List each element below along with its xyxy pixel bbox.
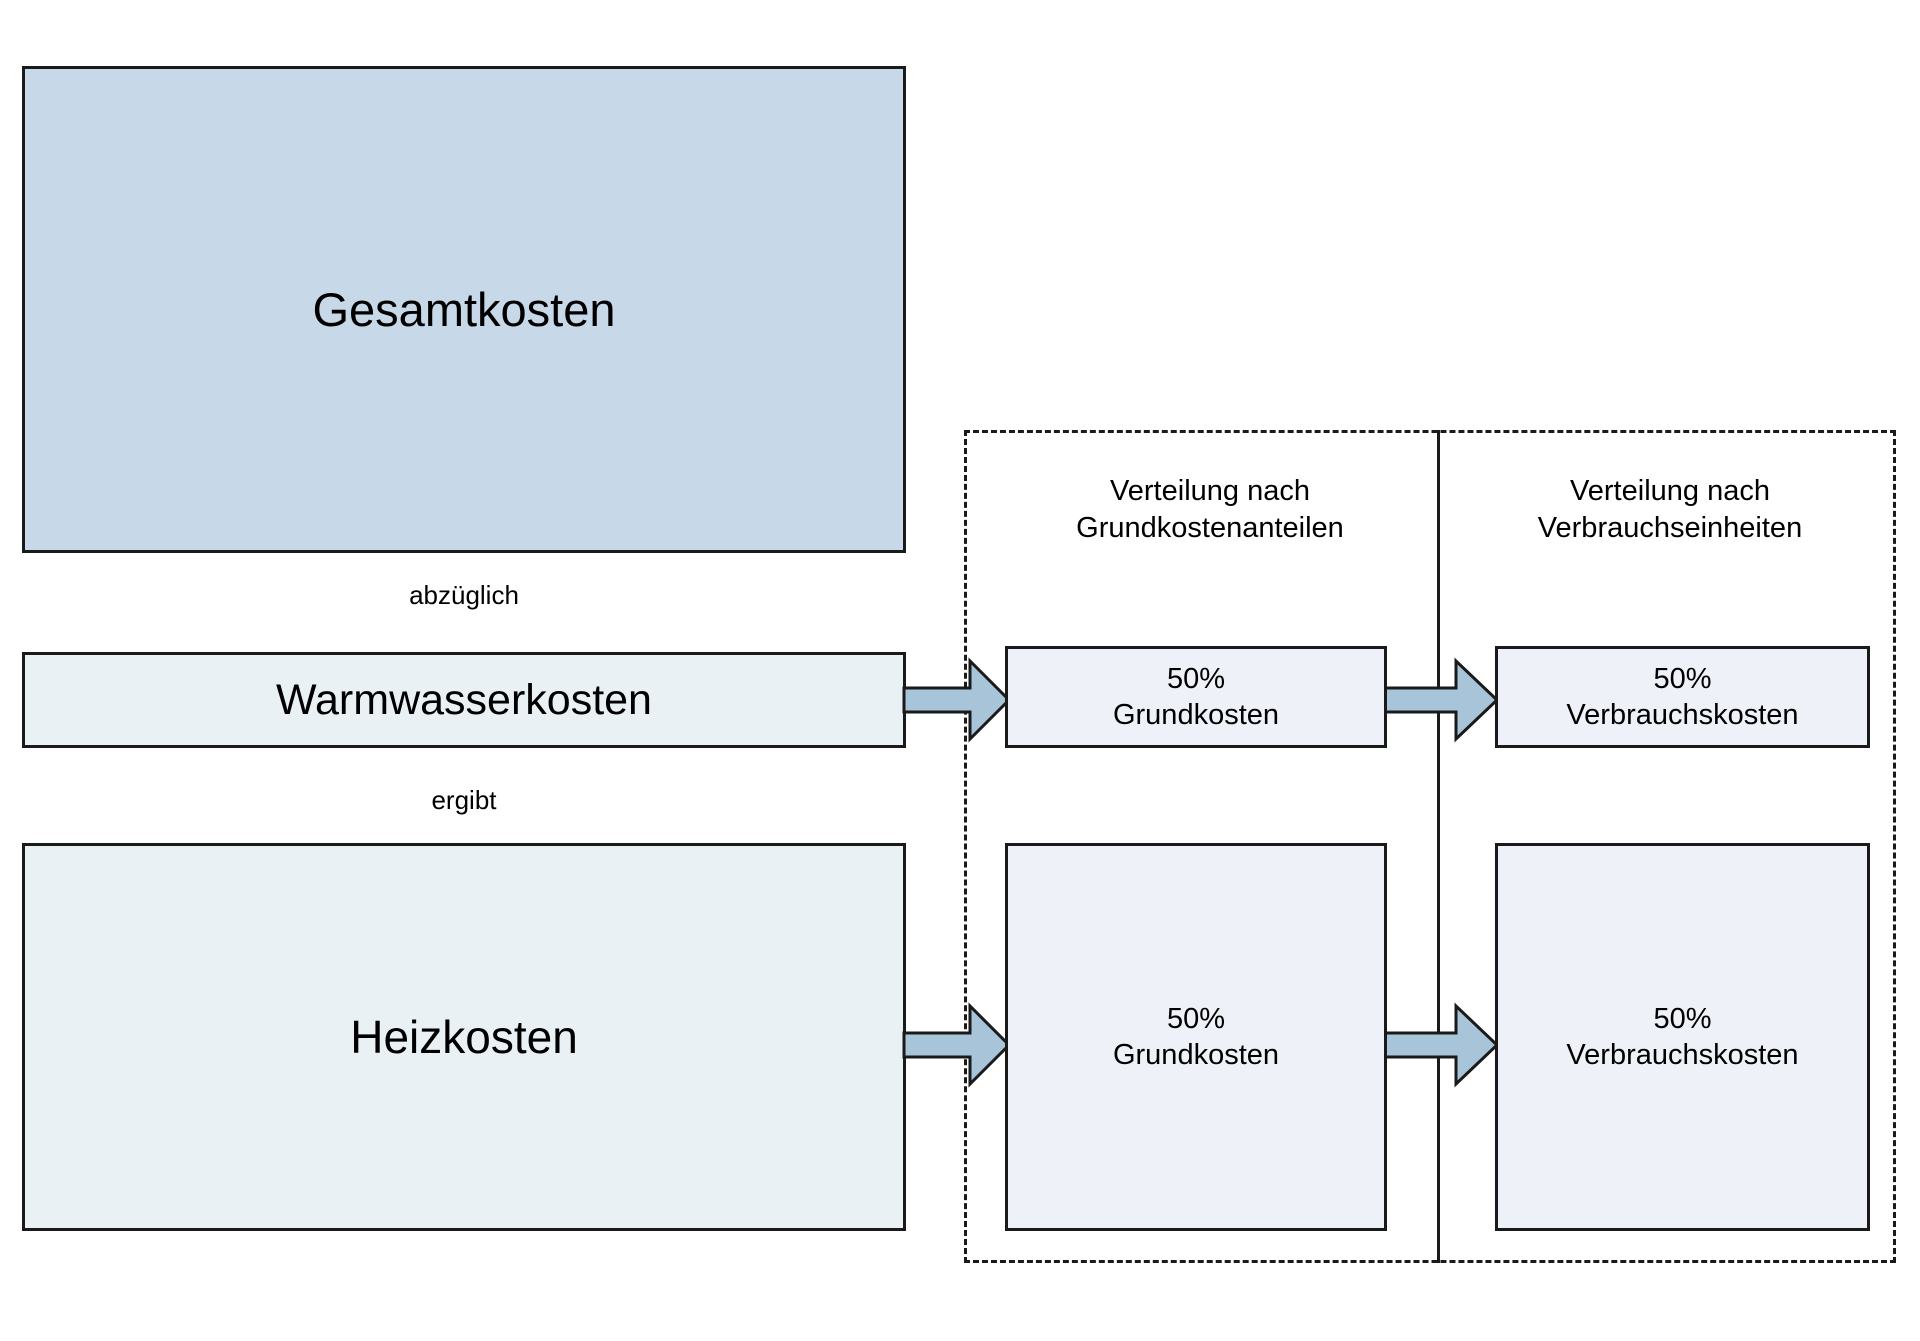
split-box-heating-consumption-costs: 50% Verbrauchskosten bbox=[1495, 843, 1870, 1231]
hot-water-costs-block: Warmwasserkosten bbox=[22, 652, 906, 748]
distribution-column-divider bbox=[1437, 430, 1440, 1263]
hot-water-costs-label: Warmwasserkosten bbox=[276, 675, 652, 724]
split-box-heating-basic-costs: 50% Grundkosten bbox=[1005, 843, 1387, 1231]
connector-label-minus: abzüglich bbox=[409, 580, 519, 610]
arrow-hot-water-to-basic-costs bbox=[902, 655, 1012, 745]
split-box-hot-water-basic-costs: 50% Grundkosten bbox=[1005, 646, 1387, 748]
distribution-heading-consumption-units: Verteilung nach Verbrauchseinheiten bbox=[1537, 475, 1803, 545]
arrow-basic-costs-to-consumption-costs bbox=[1382, 655, 1500, 745]
heating-costs-label: Heizkosten bbox=[350, 1010, 578, 1063]
arrow-heating-to-basic-costs bbox=[902, 1000, 1012, 1090]
heating-costs-block: Heizkosten bbox=[22, 843, 906, 1231]
total-costs-label: Gesamtkosten bbox=[312, 282, 616, 336]
distribution-heading-basic-cost-shares: Verteilung nach Grundkostenanteilen bbox=[1076, 475, 1344, 545]
split-box-hot-water-consumption-costs: 50% Verbrauchskosten bbox=[1495, 646, 1870, 748]
total-costs-block: Gesamtkosten bbox=[22, 66, 906, 553]
arrow-basic-costs-to-consumption-costs-heating bbox=[1382, 1000, 1500, 1090]
connector-label-result: ergibt bbox=[431, 785, 497, 815]
distribution-region-outline bbox=[964, 430, 1896, 1263]
